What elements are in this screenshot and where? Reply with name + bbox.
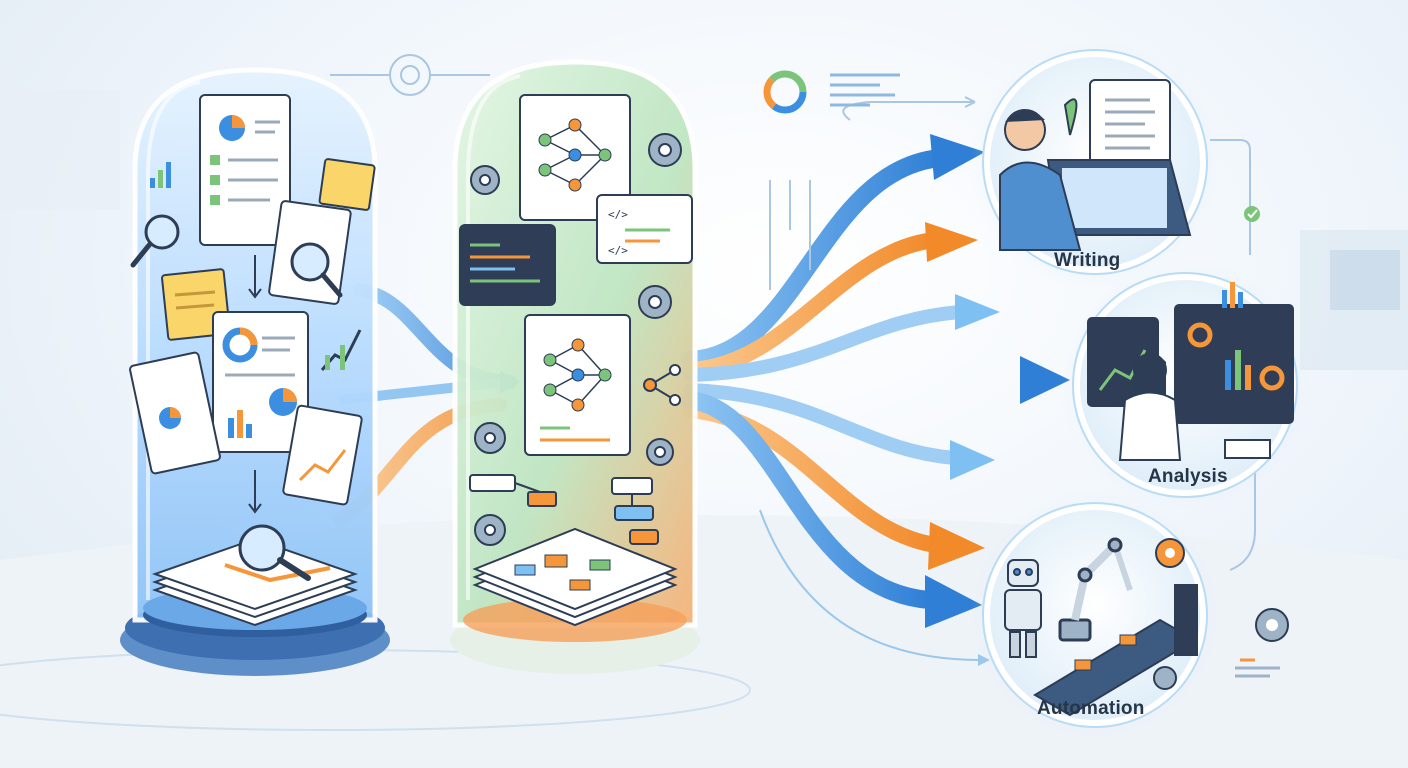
monitor-right — [1174, 304, 1294, 424]
output-arrows — [681, 134, 1070, 666]
background-monitor — [1330, 250, 1400, 310]
code-window-right: </> </> — [596, 194, 693, 264]
document-stack — [151, 524, 359, 627]
node-tree-icon — [643, 364, 681, 406]
analysis-document — [212, 311, 309, 453]
magnifier-icon — [130, 214, 180, 268]
robot-icon — [1004, 559, 1042, 658]
robot-arm — [1058, 537, 1133, 642]
text-lines-icon — [830, 73, 900, 107]
laptop-keyboard — [1062, 168, 1167, 228]
background-window — [0, 90, 120, 210]
flowchart-stack — [472, 527, 678, 627]
gear-icons — [470, 133, 682, 546]
central-model-document — [524, 314, 631, 456]
analysis-output — [1060, 260, 1310, 510]
report-document — [199, 94, 291, 246]
connector-lines — [330, 54, 1256, 571]
neural-net-document — [519, 94, 631, 221]
growth-chart-icon — [320, 329, 362, 371]
donut-chart-icon — [763, 70, 807, 114]
pie-document — [129, 351, 221, 475]
automation-label: Automation — [1037, 698, 1145, 719]
trend-document — [282, 404, 363, 506]
automation-output — [970, 490, 1220, 740]
background-window — [1300, 230, 1408, 370]
analysis-label: Analysis — [1148, 466, 1228, 487]
quill-icon — [1063, 98, 1078, 136]
down-arrows-icon — [248, 255, 262, 514]
writing-output — [970, 40, 1220, 290]
analyst-body — [1118, 391, 1182, 461]
code-open-tag: </> — [608, 208, 628, 221]
side-text-lines — [1235, 666, 1280, 678]
magnifier-document — [268, 200, 352, 305]
writing-label: Writing — [1054, 250, 1121, 271]
flowchart-icon — [469, 474, 659, 545]
writer-body — [999, 161, 1082, 251]
code-close-tag: </> — [608, 244, 628, 257]
code-window-left — [459, 224, 556, 306]
bar-chart-icon — [150, 162, 171, 188]
sticky-note — [318, 158, 376, 211]
gear-icon — [1153, 666, 1177, 690]
checkmark-icon — [1244, 206, 1260, 222]
